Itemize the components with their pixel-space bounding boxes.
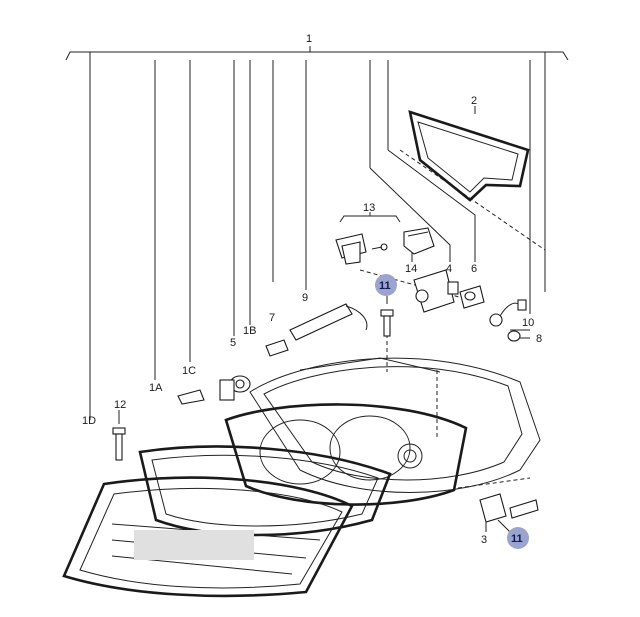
label-1C: 1C bbox=[182, 365, 196, 377]
part-13-screw bbox=[371, 243, 388, 251]
bezel-frame bbox=[138, 445, 392, 537]
part-10-wired-socket bbox=[489, 299, 527, 327]
label-3: 3 bbox=[481, 534, 487, 546]
bracket-13 bbox=[339, 215, 401, 223]
label-13: 13 bbox=[363, 202, 375, 214]
part-7-small-bulb bbox=[265, 339, 289, 357]
headlight-housing bbox=[249, 357, 541, 493]
assembly-bracket bbox=[65, 46, 569, 61]
part-13-clip-left bbox=[335, 233, 367, 265]
reflector-assembly bbox=[224, 403, 468, 506]
part-8-small-bulb bbox=[507, 330, 521, 342]
part-3-mount bbox=[479, 493, 539, 523]
leader-lines bbox=[89, 52, 546, 535]
part-12-screw bbox=[112, 427, 126, 461]
label-10: 10 bbox=[522, 317, 534, 329]
label-4: 4 bbox=[446, 263, 452, 275]
label-2: 2 bbox=[471, 95, 477, 107]
label-11-bottom-highlight: 11 bbox=[507, 527, 529, 549]
label-1A: 1A bbox=[149, 382, 163, 394]
label-1B: 1B bbox=[243, 325, 256, 337]
label-6: 6 bbox=[471, 263, 477, 275]
part-1C-clip bbox=[177, 389, 205, 405]
label-5: 5 bbox=[230, 337, 236, 349]
lens-cover bbox=[62, 476, 354, 598]
part-4-motor bbox=[413, 269, 459, 313]
label-9: 9 bbox=[302, 292, 308, 304]
label-8: 8 bbox=[536, 333, 542, 345]
label-12: 12 bbox=[114, 399, 126, 411]
part-2-seal bbox=[408, 110, 530, 202]
label-11-bottom: 11 bbox=[511, 533, 523, 545]
label-11-top-highlight: 11 bbox=[375, 274, 397, 296]
label-11-top: 11 bbox=[379, 280, 391, 292]
part-11-screw-top bbox=[380, 309, 394, 337]
label-7: 7 bbox=[269, 312, 275, 324]
part-6-bulb bbox=[459, 285, 485, 309]
part-5-bulb bbox=[219, 375, 251, 401]
label-1: 1 bbox=[306, 33, 312, 45]
part-9-bulb-holder bbox=[289, 303, 368, 341]
part-14-connector bbox=[403, 227, 435, 255]
label-1D: 1D bbox=[82, 415, 96, 427]
label-14: 14 bbox=[405, 263, 417, 275]
